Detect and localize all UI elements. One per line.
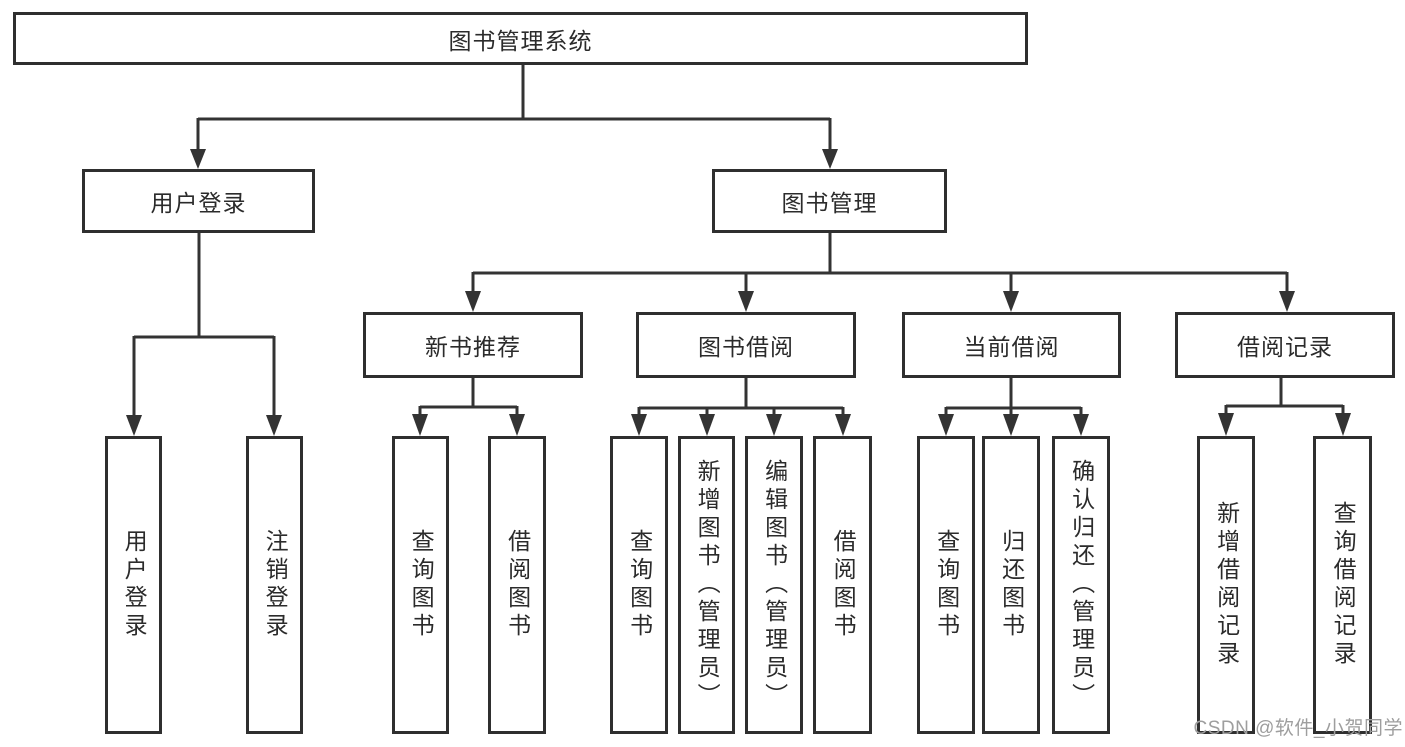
arrowhead <box>465 291 481 312</box>
node-label: 借阅记录 <box>1237 334 1333 360</box>
leaf-current-return: 归还图书 <box>982 436 1040 734</box>
arrowhead <box>266 415 282 436</box>
connector-book-borrow-children <box>631 378 851 436</box>
node-library-system: 图书管理系统 <box>13 12 1028 65</box>
node-book-management: 图书管理 <box>712 169 947 233</box>
node-label: 图书管理系统 <box>448 27 593 54</box>
connector-line <box>471 233 1289 292</box>
node-label: 新增图书（管理员） <box>694 459 721 711</box>
csdn-watermark: CSDN @软件_小贺同学 <box>1193 718 1403 739</box>
arrowhead <box>766 414 782 436</box>
connector-line <box>196 65 832 151</box>
leaf-current-query: 查询图书 <box>917 436 975 734</box>
connector-line <box>944 378 1083 415</box>
arrowhead <box>1335 413 1351 436</box>
node-borrow-records: 借阅记录 <box>1175 312 1395 378</box>
node-current-borrow: 当前借阅 <box>902 312 1121 378</box>
node-label: 当前借阅 <box>963 334 1060 360</box>
node-label: 新书推荐 <box>425 334 521 360</box>
leaf-records-add: 新增借阅记录 <box>1197 436 1255 734</box>
leaf-borrow-borrow-book: 借阅图书 <box>813 436 872 734</box>
node-label: 查询图书 <box>933 529 960 641</box>
arrowhead <box>1073 414 1089 436</box>
leaf-user-login: 用户登录 <box>105 436 162 734</box>
node-label: 用户登录 <box>121 529 148 641</box>
leaf-borrow-add-book: 新增图书（管理员） <box>678 436 735 734</box>
leaf-borrow-query: 查询图书 <box>610 436 668 734</box>
node-user-login: 用户登录 <box>82 169 315 233</box>
connector-book-mgmt-children <box>465 233 1295 312</box>
connector-line <box>1224 378 1345 414</box>
arrowhead <box>1003 291 1019 312</box>
connector-borrow-records-children <box>1218 378 1351 436</box>
arrowhead <box>1003 414 1019 436</box>
node-label: 归还图书 <box>998 529 1025 641</box>
connector-root-to-level1 <box>190 65 838 169</box>
node-label: 图书借阅 <box>698 334 794 360</box>
leaf-logout: 注销登录 <box>246 436 303 734</box>
arrowhead <box>938 414 954 436</box>
node-label: 用户登录 <box>150 190 247 216</box>
leaf-current-confirm-return: 确认归还（管理员） <box>1052 436 1110 734</box>
node-label: 确认归还（管理员） <box>1068 459 1095 711</box>
arrowhead <box>631 414 647 436</box>
node-label: 图书管理 <box>781 190 878 216</box>
node-label: 新增借阅记录 <box>1213 501 1240 669</box>
node-label: 查询借阅记录 <box>1330 501 1357 669</box>
connector-line <box>637 378 845 415</box>
arrowhead <box>835 414 851 436</box>
arrowhead <box>1279 291 1295 312</box>
node-book-borrow: 图书借阅 <box>636 312 856 378</box>
node-label: 查询图书 <box>408 529 435 641</box>
node-new-book-recommend: 新书推荐 <box>363 312 583 378</box>
node-label: 借阅图书 <box>504 529 531 641</box>
arrowhead <box>738 291 754 312</box>
arrowhead <box>509 414 525 436</box>
connector-line <box>132 233 276 416</box>
arrowhead <box>126 415 142 436</box>
leaf-newbook-query: 查询图书 <box>392 436 449 734</box>
node-label: 注销登录 <box>262 529 289 641</box>
leaf-records-query: 查询借阅记录 <box>1313 436 1372 734</box>
arrowhead <box>190 149 206 169</box>
node-label: 编辑图书（管理员） <box>761 459 788 711</box>
arrowhead <box>699 414 715 436</box>
connector-user-login-children <box>126 233 282 436</box>
leaf-newbook-borrow: 借阅图书 <box>488 436 546 734</box>
arrowhead <box>1218 413 1234 436</box>
arrowhead <box>412 414 428 436</box>
connector-current-borrow-children <box>938 378 1089 436</box>
arrowhead <box>822 149 838 169</box>
node-label: 借阅图书 <box>830 529 857 641</box>
connector-line <box>418 378 519 415</box>
leaf-borrow-edit-book: 编辑图书（管理员） <box>745 436 803 734</box>
connector-new-book-children <box>412 378 525 436</box>
node-label: 查询图书 <box>626 529 653 641</box>
